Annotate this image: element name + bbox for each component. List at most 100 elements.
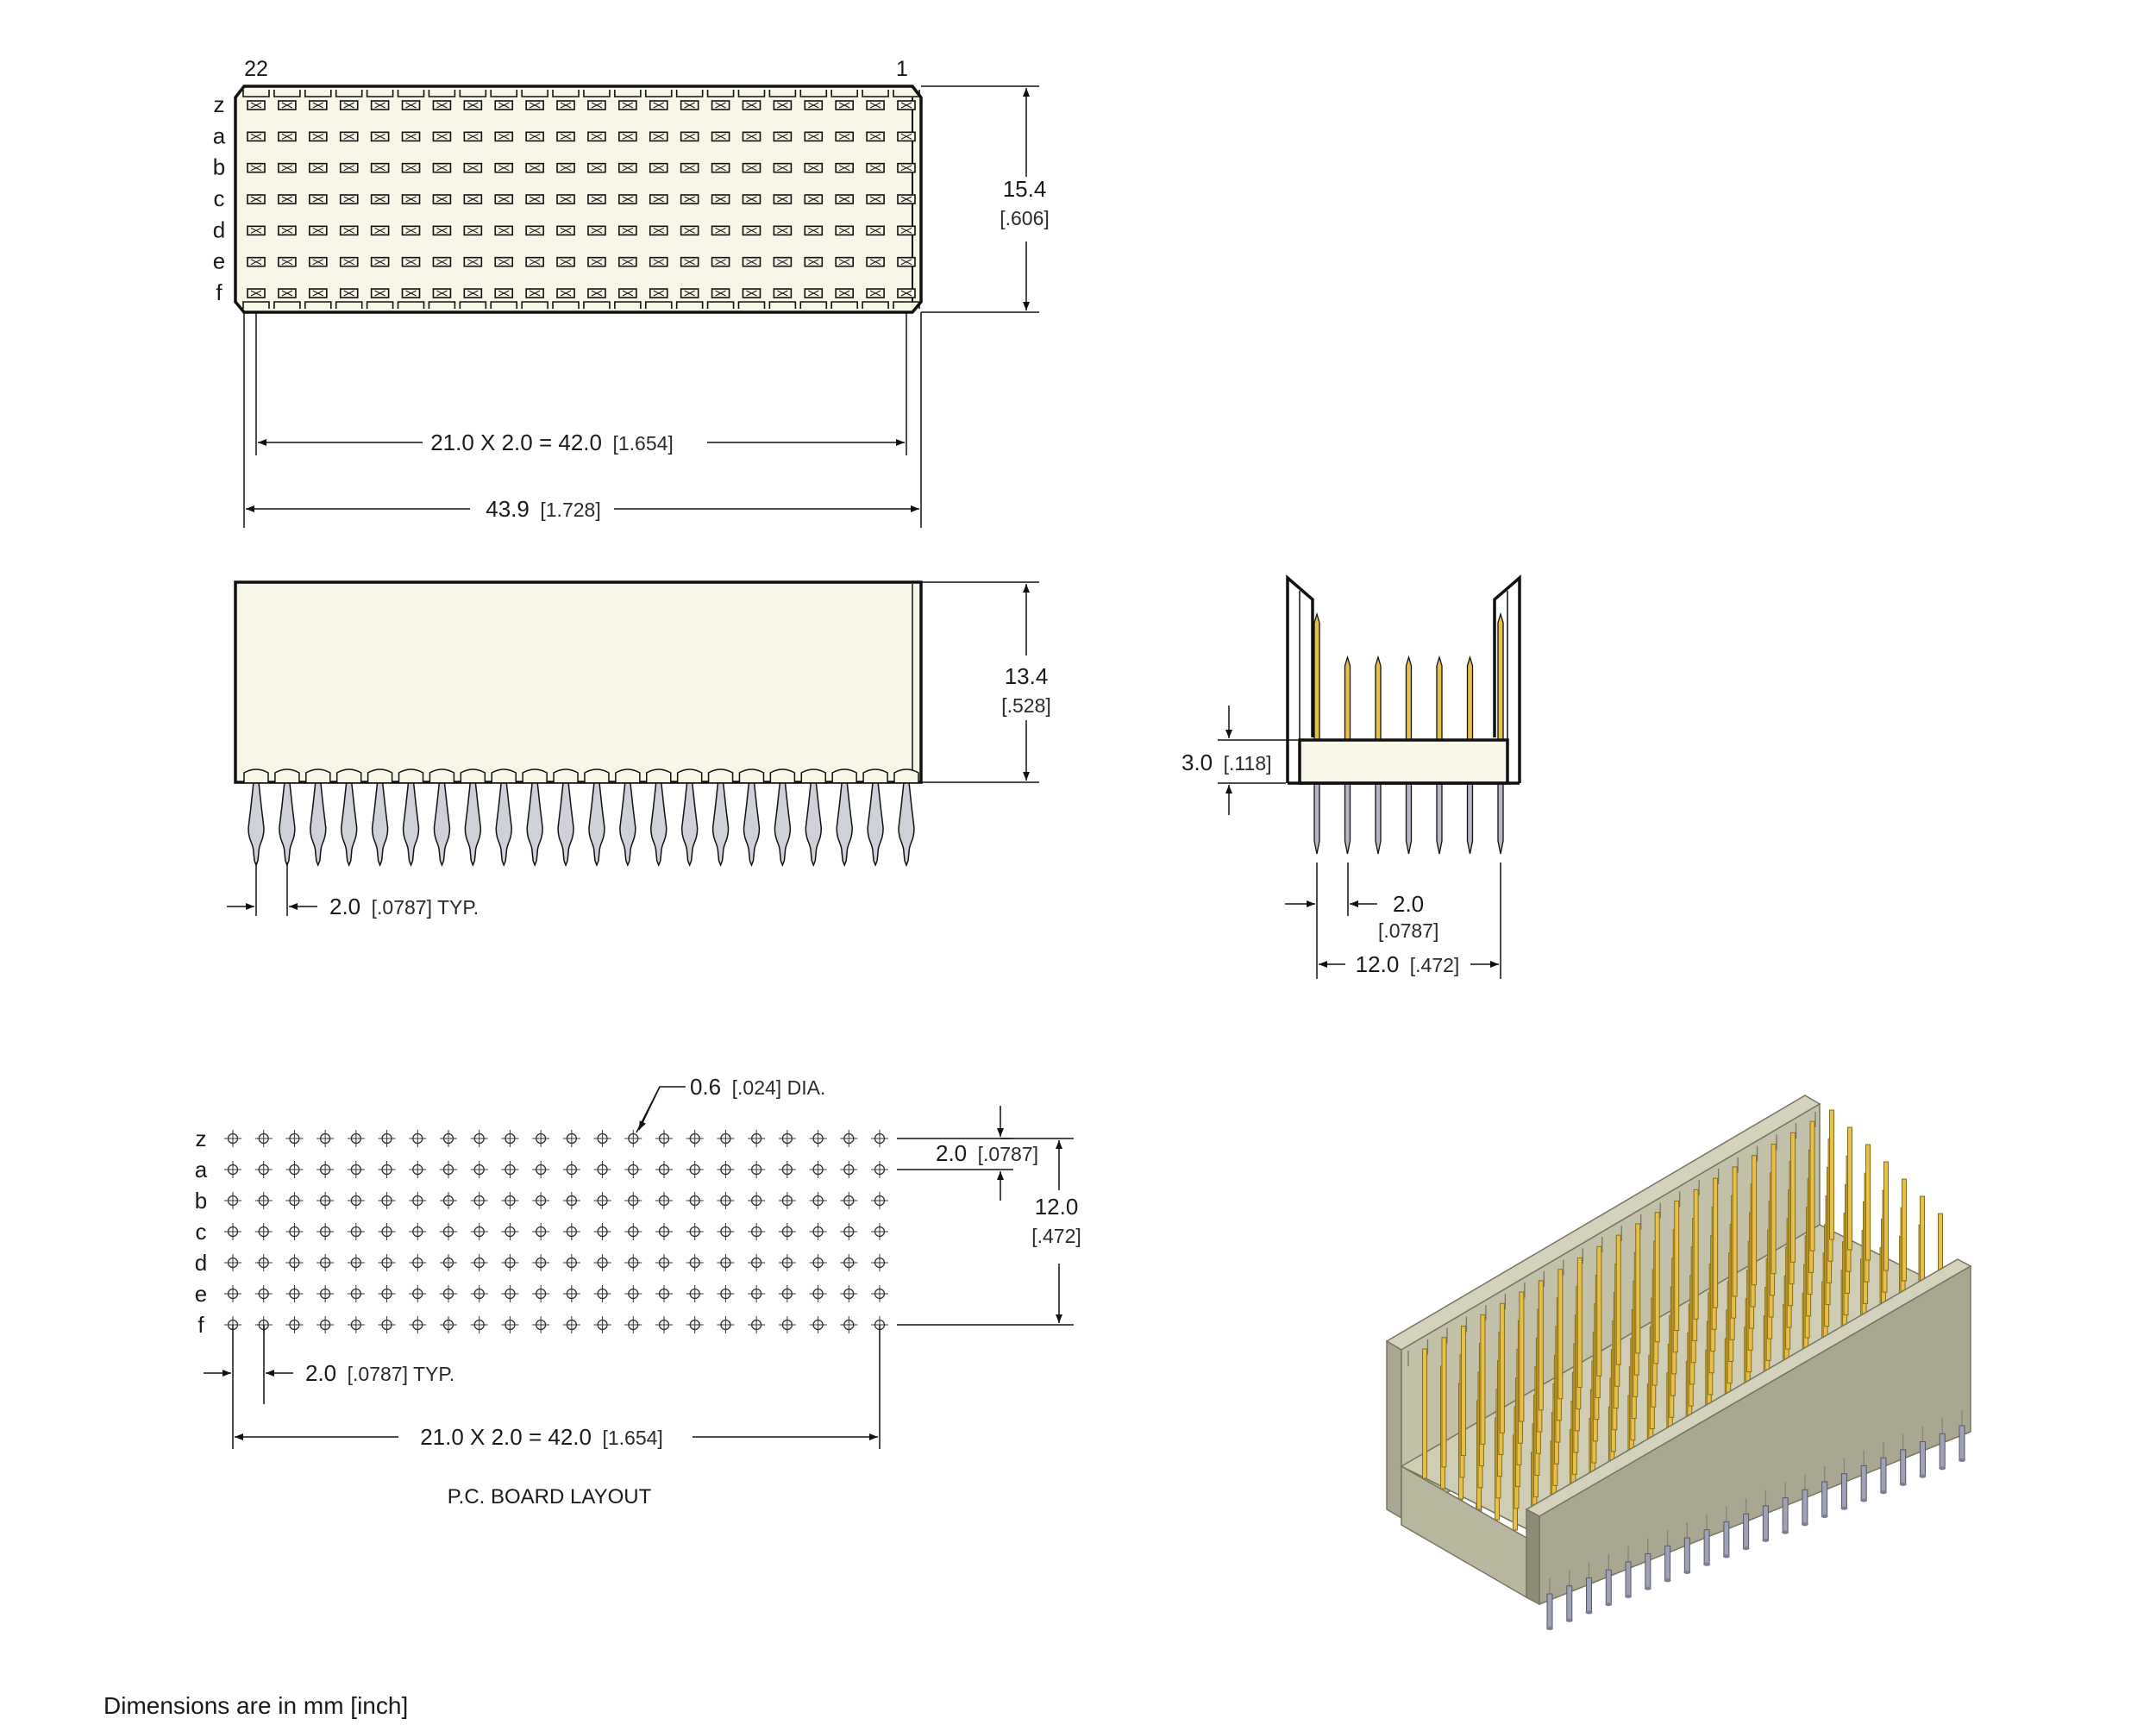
top-notch <box>675 90 704 97</box>
bottom-notch <box>366 301 394 309</box>
pcb-hole-crosshair <box>317 1130 335 1147</box>
contact-slot-mark <box>498 259 510 266</box>
pcb-hole <box>593 1161 611 1178</box>
pcb-hole <box>285 1223 304 1240</box>
contact-slot <box>835 256 854 267</box>
pcb-hole-crosshair <box>224 1161 241 1178</box>
contact-slot <box>618 256 637 267</box>
iso-gold-pin <box>1460 1326 1466 1457</box>
contact-slot-mark <box>312 259 324 266</box>
contact-slot <box>432 100 452 110</box>
contact-slot <box>680 288 699 298</box>
contact-slot-mark <box>312 102 324 109</box>
top-notch <box>644 90 673 97</box>
contact-slot <box>618 100 637 110</box>
row-letter-z: z <box>214 91 225 117</box>
end-width-dimension: 12.0 [.472] <box>1356 951 1460 977</box>
contact-slot-mark <box>684 290 695 297</box>
bottom-notch <box>490 301 518 309</box>
contact-slot <box>370 256 390 267</box>
top-notch <box>521 90 548 97</box>
contact-slot-mark <box>777 290 788 297</box>
top-notch <box>366 90 394 97</box>
contact-slot-mark <box>281 290 293 297</box>
contact-slot <box>556 288 575 298</box>
iso-front-pin-tip <box>1879 1490 1887 1495</box>
pcb-hole-crosshair <box>655 1316 673 1333</box>
pcb-hole-crosshair <box>224 1285 241 1302</box>
contact-slot-mark <box>808 259 819 266</box>
contact-slot <box>742 131 761 142</box>
col-pitch-in: [.0787] TYP. <box>348 1363 454 1385</box>
bottom-notch <box>552 301 580 309</box>
contact-slot-mark <box>374 165 385 172</box>
contact-slot <box>278 100 297 110</box>
iso-front-pin-tip <box>1782 1530 1789 1534</box>
contact-slot <box>711 256 730 267</box>
contact-slot <box>247 131 266 142</box>
contact-slot <box>463 225 483 236</box>
contact-slot-mark <box>405 133 417 140</box>
contact-slot <box>742 162 761 173</box>
side-pin <box>867 781 884 868</box>
contact-slot-mark <box>900 259 912 266</box>
iso-front-pin <box>1664 1545 1671 1581</box>
pcb-hole <box>593 1285 611 1302</box>
pcb-hole <box>809 1130 827 1147</box>
pcb-hole <box>224 1285 241 1302</box>
contact-slot-mark <box>808 102 819 109</box>
pcb-hole-crosshair <box>624 1285 642 1302</box>
pcb-hole-crosshair <box>440 1285 457 1302</box>
pcb-hole <box>347 1130 365 1147</box>
pcb-hole-crosshair <box>378 1161 396 1178</box>
pcb-hole-crosshair <box>347 1161 365 1178</box>
contact-slot <box>339 100 359 110</box>
contact-slot <box>680 225 699 236</box>
side-scallop <box>398 768 424 782</box>
pcb-hole-crosshair <box>470 1223 488 1240</box>
pcb-hole-crosshair <box>470 1161 488 1178</box>
contact-slot <box>370 225 390 236</box>
contact-slot-mark <box>900 165 912 172</box>
pcb-hole-crosshair <box>440 1130 457 1147</box>
pcb-hole <box>871 1223 888 1240</box>
contact-slot-mark <box>591 227 603 234</box>
dim-arrow <box>638 1086 661 1131</box>
iso-gold-pin <box>1809 1120 1815 1251</box>
contact-slot-mark <box>622 259 634 266</box>
pcb-hole-crosshair <box>840 1192 858 1209</box>
pcb-hole <box>562 1285 580 1302</box>
pcb-hole <box>624 1161 642 1178</box>
contact-slot <box>587 288 606 298</box>
pcb-hole <box>593 1316 611 1333</box>
bottom-notch <box>893 301 920 309</box>
pcb-hole <box>840 1285 858 1302</box>
contact-slot <box>309 162 328 173</box>
bottom-notch <box>428 301 456 309</box>
iso-gold-pin <box>1674 1201 1680 1332</box>
pcb-hole <box>624 1130 642 1147</box>
iso-front-pin-tip <box>1565 1618 1573 1622</box>
pcb-hole <box>378 1254 396 1271</box>
contact-slot-mark <box>343 227 354 234</box>
pcb-hole-crosshair <box>655 1254 673 1271</box>
pcb-hole <box>470 1130 488 1147</box>
bottom-notch <box>706 301 735 309</box>
side-pin <box>248 781 265 868</box>
contact-slot-mark <box>746 259 757 266</box>
pcb-hole-crosshair <box>871 1192 888 1209</box>
pcb-hole <box>409 1254 427 1271</box>
contact-slot <box>804 288 824 298</box>
end-pin-lower <box>1497 782 1504 855</box>
pcb-hole-crosshair <box>593 1161 611 1178</box>
contact-slot <box>339 256 359 267</box>
position-label-1: 1 <box>896 57 908 81</box>
pcb-hole-crosshair <box>562 1130 580 1147</box>
contact-slot-mark <box>436 165 448 172</box>
contact-slot-mark <box>343 196 354 203</box>
pcb-hole-crosshair <box>532 1161 550 1178</box>
contact-slot <box>742 256 761 267</box>
pcb-hole <box>501 1285 519 1302</box>
pcb-hole-crosshair <box>748 1254 766 1271</box>
